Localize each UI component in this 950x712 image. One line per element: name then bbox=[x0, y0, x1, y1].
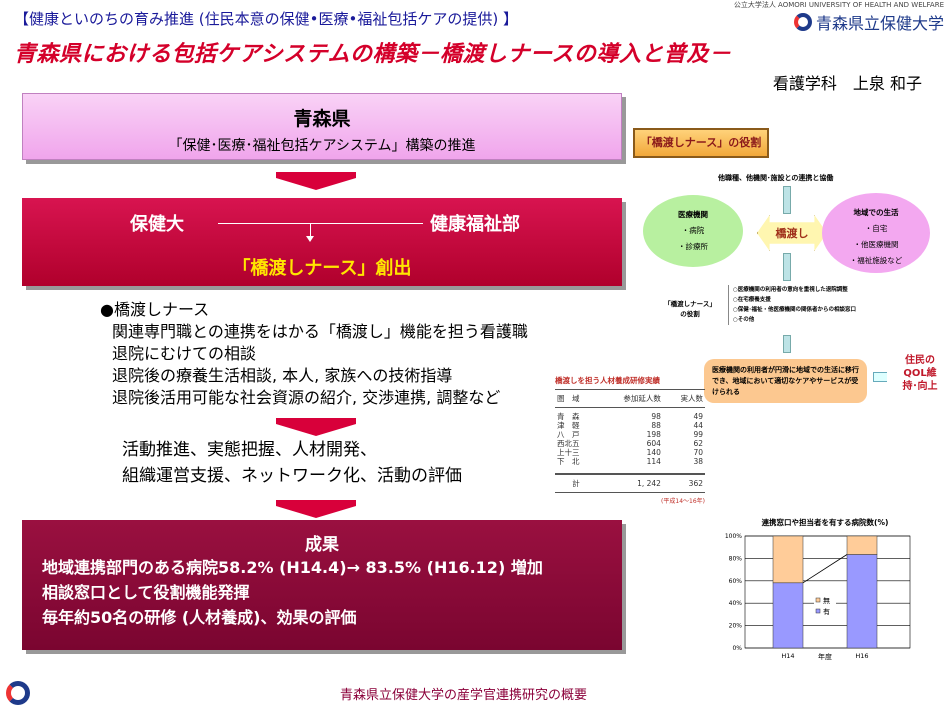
activities: 活動推進、実態把握、人材開発、 組織運営支援、ネットワーク化、活動の評価 bbox=[122, 437, 462, 489]
y-tick-label: 80% bbox=[729, 555, 743, 562]
activity-line: 組織運営支援、ネットワーク化、活動の評価 bbox=[122, 466, 462, 486]
list-item: 退院にむけての相談 bbox=[112, 344, 257, 363]
bar-無-H16 bbox=[846, 535, 878, 555]
result-item: 地域連携部門のある病院58.2% (H14.4)→ 83.5% (H16.12)… bbox=[42, 558, 543, 577]
plot-area bbox=[744, 535, 911, 649]
bridge-nurse-list: ●橋渡しナース 関連専門職との連携をはかる「橋渡し」機能を担う看護職 退院にむけ… bbox=[100, 299, 528, 409]
result-item: 相談窓口として役割機能発揮 bbox=[42, 583, 250, 602]
outcome-box: 医療機関の利用者が円滑に地域での生活に移行でき、地域において適切なケアやサービス… bbox=[704, 359, 867, 403]
table-note: (平成14～16年) bbox=[661, 497, 705, 505]
results-heading: 成果 bbox=[305, 535, 339, 555]
x-axis-label: 年度 bbox=[818, 652, 832, 661]
list-item: 退院後活用可能な社会資源の紹介, 交渉連携, 調整など bbox=[112, 388, 501, 407]
header-subtitle: 【健康といのちの育み推進 (住民本意の保健•医療•福祉包括ケアの提供) 】 bbox=[14, 10, 518, 28]
down-arrow-icon bbox=[276, 500, 356, 520]
bridge-nurse-heading: ●橋渡しナース bbox=[100, 300, 210, 319]
logo-mark-icon bbox=[793, 13, 812, 31]
down-arrow-icon bbox=[276, 172, 356, 192]
y-tick-label: 60% bbox=[729, 578, 743, 585]
medical-institution: 医療機関・病院・診療所 bbox=[643, 195, 743, 267]
legend-swatch bbox=[815, 597, 821, 603]
collaboration-box: 保健大 健康福祉部 「橋渡しナース」創出 bbox=[22, 198, 622, 286]
result-item: 毎年約50名の研修 (人材養成)、効果の評価 bbox=[42, 608, 357, 627]
legend-swatch bbox=[815, 608, 821, 614]
list-item: 退院後の療養生活相談, 本人, 家族への技術指導 bbox=[112, 366, 453, 385]
hospital-chart: 連携窓口や担当者を有する病院数(%) 0% 20% 40% 60% 80% 100% H14… bbox=[725, 517, 911, 661]
chart-title: 連携窓口や担当者を有する病院数(%) bbox=[762, 517, 889, 527]
page-title: 青森県における包括ケアシステムの構築－橋渡しナースの導入と普及－ bbox=[14, 42, 732, 67]
y-tick-label: 20% bbox=[729, 623, 743, 630]
legend-label: 有 bbox=[823, 607, 830, 616]
activity-line: 活動推進、実態把握、人材開発、 bbox=[122, 440, 377, 460]
logo-subtext: 公立大学法人 AOMORI UNIVERSITY OF HEALTH AND W… bbox=[733, 1, 944, 9]
legend-label: 無 bbox=[823, 596, 830, 605]
list-item: 関連専門職との連携をはかる「橋渡し」機能を担う看護職 bbox=[112, 322, 528, 341]
logo-name: 青森県立保健大学 bbox=[815, 14, 944, 33]
qol-text: 住民の QOL維持･向上 bbox=[902, 355, 938, 392]
role-sublabel: 「橋渡しナース」 の役割 bbox=[664, 300, 716, 318]
prefecture-title: 青森県 bbox=[293, 108, 351, 130]
bridge-arrow: 橋渡し bbox=[757, 215, 827, 251]
y-tick-label: 100% bbox=[725, 533, 742, 540]
collab-result: 「橋渡しナース」創出 bbox=[232, 258, 412, 279]
x-tick-label: H16 bbox=[855, 652, 868, 660]
bar-有-H16 bbox=[846, 554, 878, 649]
bar-有-H14 bbox=[772, 582, 804, 649]
connector-line bbox=[802, 554, 848, 584]
bar-無-H14 bbox=[772, 535, 804, 584]
footer: 青森県立保健大学の産学官連携研究の概要 bbox=[340, 688, 588, 703]
y-tick-label: 40% bbox=[729, 600, 743, 607]
diagram-top: 他職種、他機関･施設との連携と協働 bbox=[718, 174, 834, 182]
results-box: 成果 地域連携部門のある病院58.2% (H14.4)→ 83.5% (H16.… bbox=[22, 520, 622, 650]
community-life: 地域での生活・自宅・他医療機関・福祉施設など bbox=[822, 193, 930, 273]
role-label: 「橋渡しナース」の役割 bbox=[633, 128, 769, 158]
right-arrow-icon bbox=[873, 372, 887, 382]
down-arrow-icon bbox=[276, 418, 356, 438]
author: 看護学科 上泉 和子 bbox=[772, 74, 922, 93]
y-tick-label: 0% bbox=[732, 645, 742, 652]
table-title: 橋渡しを担う人材養成研修実績 bbox=[555, 376, 660, 385]
prefecture-desc: 「保健･医療･福祉包括ケアシステム」構築の推進 bbox=[168, 138, 476, 154]
university-logo: 公立大学法人 AOMORI UNIVERSITY OF HEALTH AND W… bbox=[734, 1, 944, 34]
prefecture-box: 青森県 「保健･医療･福祉包括ケアシステム」構築の推進 bbox=[22, 93, 622, 160]
x-tick-label: H14 bbox=[781, 652, 794, 660]
collab-right: 健康福祉部 bbox=[430, 214, 520, 235]
logo-mark-icon bbox=[6, 681, 30, 705]
collab-left: 保健大 bbox=[130, 214, 184, 235]
role-list: ○医療機関の利用者の意向を重視した退院調整○在宅療養支援○保健･福祉・他医療機関… bbox=[728, 285, 856, 325]
